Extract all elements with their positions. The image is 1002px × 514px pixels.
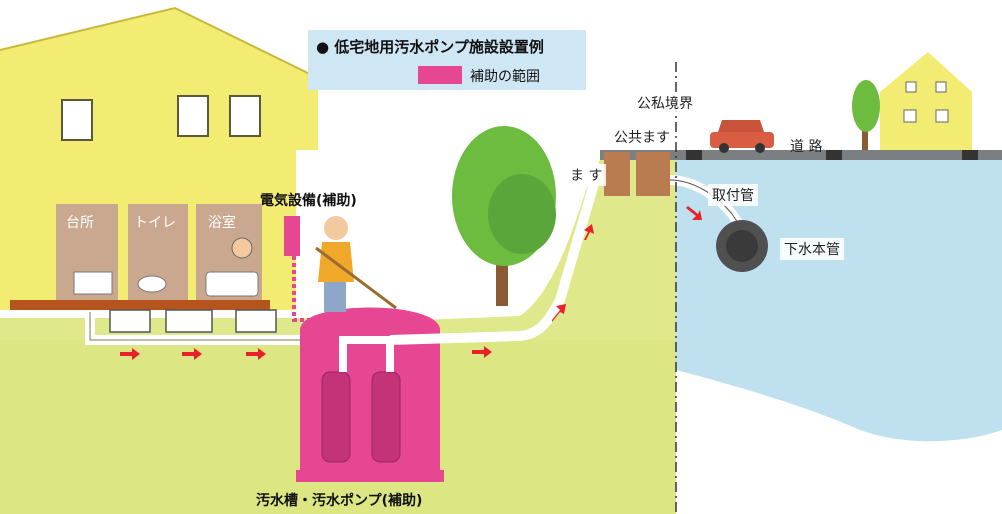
person-bathing-icon <box>231 237 253 259</box>
tree-middle-icon <box>452 126 556 306</box>
boundary-label: 公私境界 <box>633 92 697 114</box>
flow-arrow-icon <box>182 348 202 360</box>
masu-label: ま す <box>566 164 607 186</box>
bathtub-icon <box>205 271 259 297</box>
legend-title: ● 低宅地用汚水ポンプ施設設置例 <box>316 38 544 56</box>
manhole-icon <box>826 150 842 160</box>
tank-pump-label: 汚水槽・汚水ポンプ(補助) <box>256 493 423 509</box>
legend-box: ● 低宅地用汚水ポンプ施設設置例 補助の範囲 <box>308 30 586 90</box>
sewer-main-inner <box>726 230 758 262</box>
person-sweeping-icon <box>315 216 397 312</box>
flow-arrow-icon <box>246 348 266 360</box>
road-surface <box>600 150 1002 160</box>
house-drain-pipe-edge <box>89 312 330 341</box>
connection-pipe-edge <box>669 179 745 233</box>
legend-swatch <box>418 66 462 84</box>
road-label: 道 路 <box>790 139 823 155</box>
house-left-roofline <box>0 6 319 79</box>
legend-label: 補助の範囲 <box>470 69 540 85</box>
car-icon <box>710 120 774 153</box>
pump-icon <box>321 371 401 463</box>
connection-pipe-label: 取付管 <box>708 184 758 206</box>
flow-arrow-icon <box>686 206 702 220</box>
manhole-icon <box>686 150 702 160</box>
room-kitchen-label: 台所 <box>66 215 94 231</box>
flow-arrow-icon <box>552 304 566 322</box>
public-masu-icon <box>636 152 670 196</box>
discharge-pipe <box>389 162 605 345</box>
pump-tank-base <box>296 470 444 482</box>
electric-box-icon <box>284 216 300 256</box>
flow-arrow-icon <box>584 224 594 240</box>
house-right-icon <box>880 52 972 150</box>
flow-arrow-icon <box>120 348 140 360</box>
flow-arrows <box>120 206 702 360</box>
floor-beam <box>10 300 270 310</box>
tank-riser-pipe <box>339 336 394 372</box>
kitchen-sink-icon <box>73 271 113 295</box>
house-left-windows <box>61 95 261 141</box>
room-bath-label: 浴室 <box>208 215 236 231</box>
pump-tank <box>300 307 440 479</box>
electric-cable <box>292 256 330 322</box>
electric-label: 電気設備(補助) <box>260 193 357 209</box>
toilet-icon <box>137 275 167 293</box>
flow-arrow-icon <box>472 346 492 358</box>
masu-icon <box>604 152 630 196</box>
sewer-main-label: 下水本管 <box>780 238 844 260</box>
manhole-icon <box>962 150 978 160</box>
public-masu-label: 公共ます <box>610 126 674 148</box>
drain-traps <box>109 309 277 333</box>
tree-right-icon <box>852 80 880 150</box>
room-toilet-label: トイレ <box>134 215 176 231</box>
